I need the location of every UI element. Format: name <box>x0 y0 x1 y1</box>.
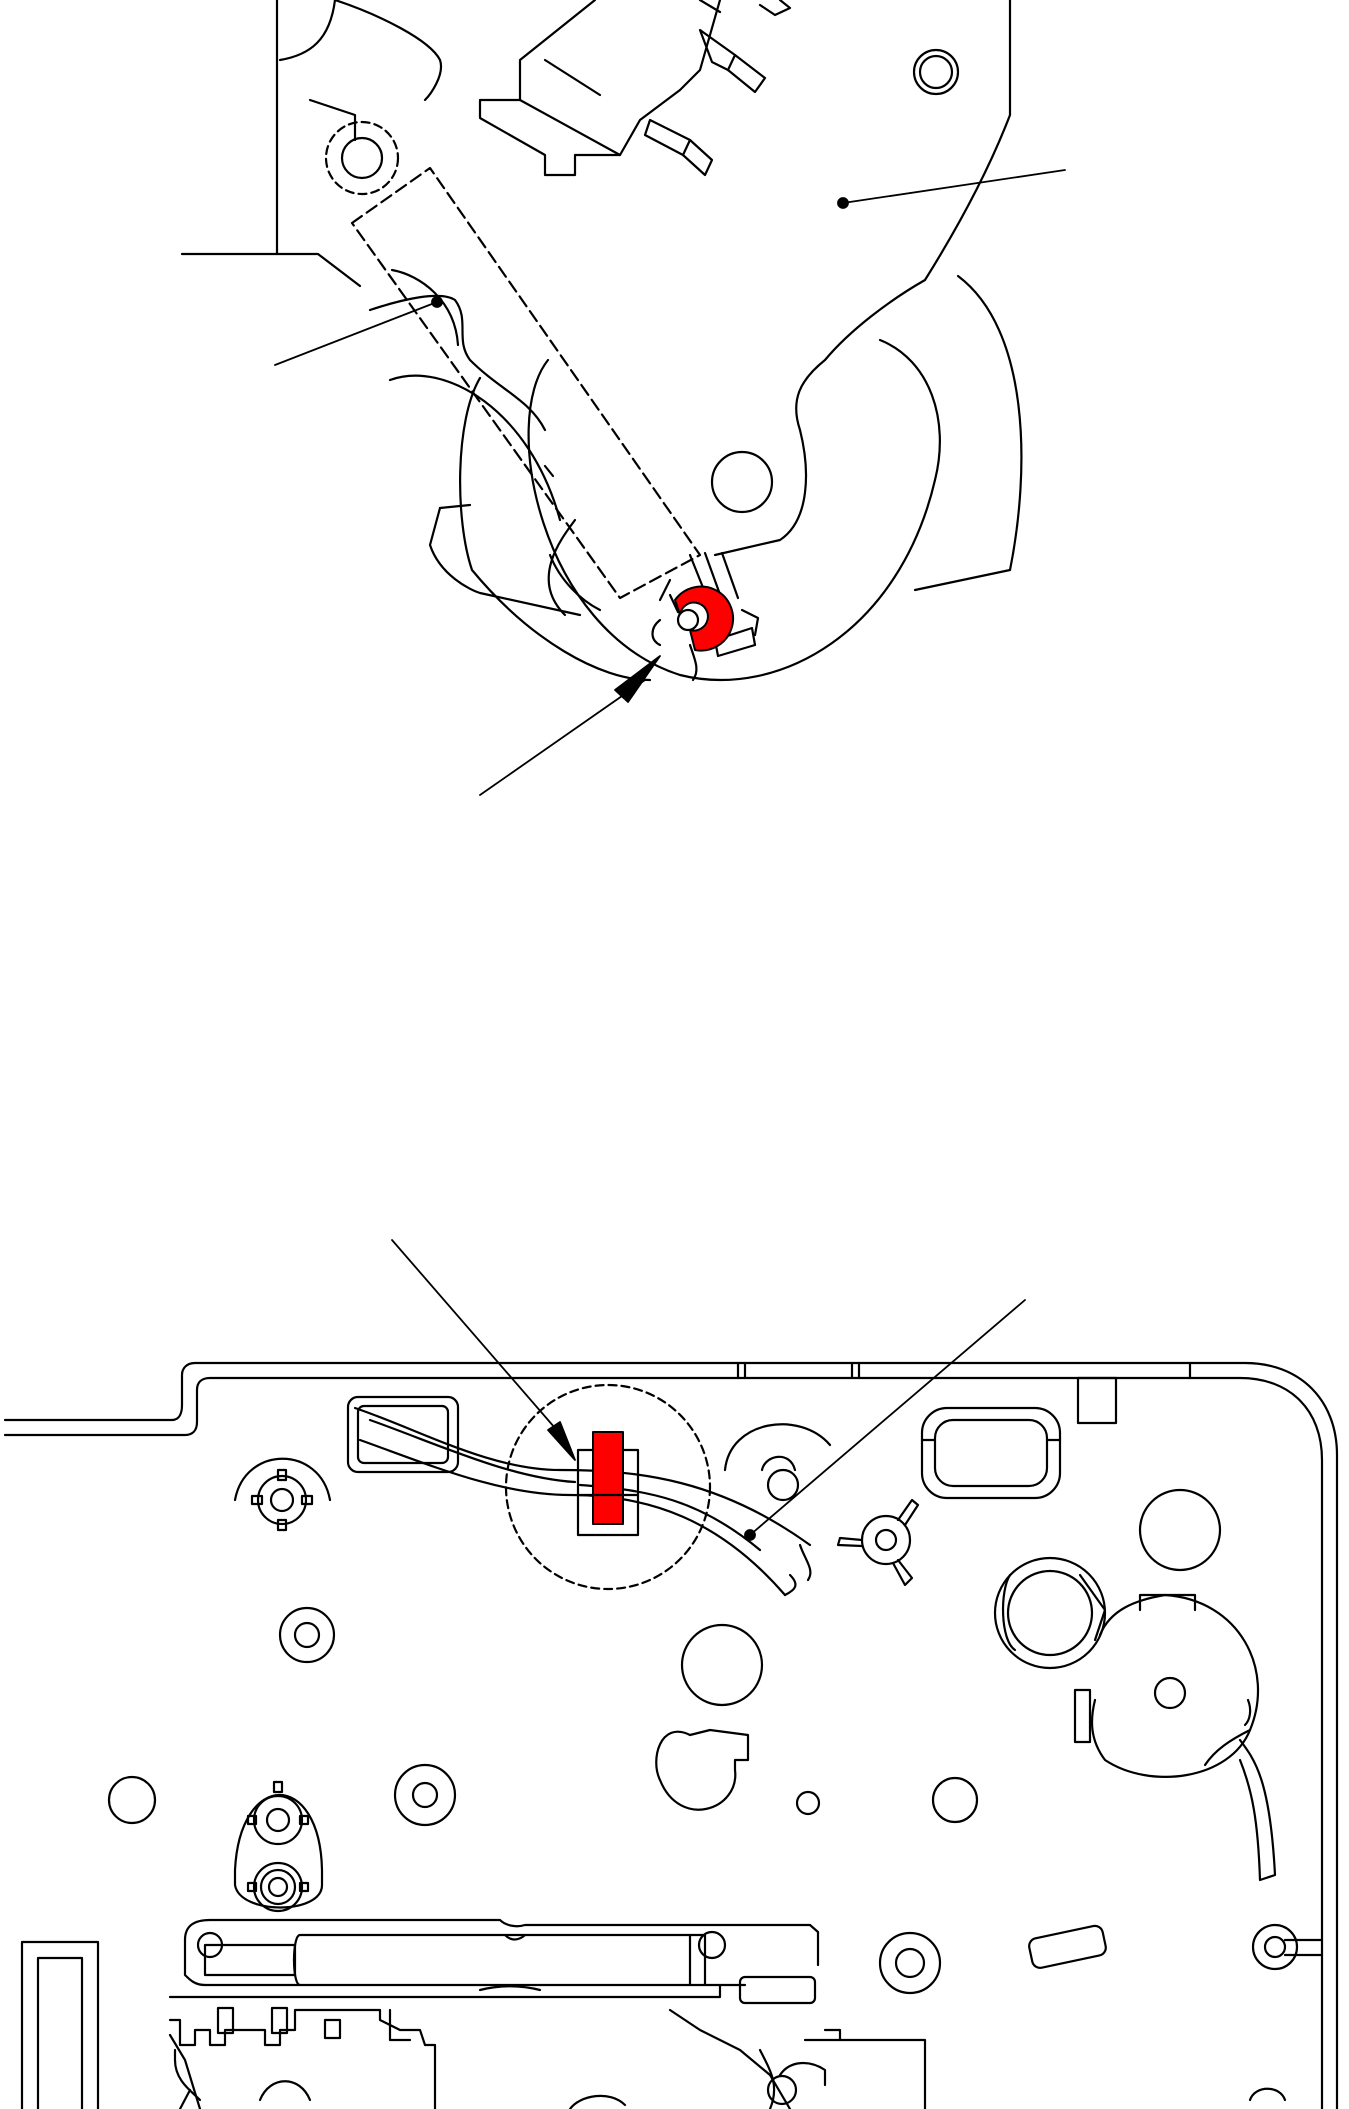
flat-cable <box>353 1406 812 1597</box>
arrow-retaining-ring <box>614 655 661 703</box>
edge-roller <box>1251 1923 1324 1971</box>
detail-circle <box>504 1383 712 1591</box>
frame-edge <box>180 0 443 288</box>
mounting-holes <box>107 1606 979 1995</box>
leader-dot-lever <box>431 296 443 308</box>
bottom-view <box>3 1239 1339 2109</box>
cable-window <box>346 1395 460 1474</box>
leader-retaining-ring <box>479 679 646 796</box>
left-bracket <box>20 1940 100 2109</box>
slide-rail <box>168 1918 820 2005</box>
top-right-opening <box>920 1406 1062 1500</box>
pivot-pin <box>308 98 400 196</box>
leader-cable-clamp <box>391 1239 556 1429</box>
hole-right <box>1138 1488 1222 1572</box>
left-double-fastener <box>233 1780 324 1913</box>
top-view <box>180 0 1066 796</box>
left-fastener <box>233 1457 332 1532</box>
leader-dot-main-plate <box>837 197 849 209</box>
motor-bracket <box>478 0 792 177</box>
upper-gear <box>723 1423 832 1502</box>
leader-flat-cable <box>749 1299 1026 1536</box>
cable-clamp <box>576 1431 640 1537</box>
slot-rotated <box>1028 1924 1107 1969</box>
callout-leaders-bottom <box>391 1239 1026 1541</box>
leader-lever <box>274 301 438 366</box>
cam-disc <box>428 274 1023 682</box>
main-plate <box>368 0 1012 557</box>
retaining-ring <box>668 585 735 652</box>
lever-arm <box>388 268 602 612</box>
keyhole-opening <box>655 1728 750 1811</box>
leader-main-plate <box>842 169 1066 204</box>
chassis-outline <box>3 1361 1339 2109</box>
bottom-mechanism <box>168 2006 1287 2109</box>
arrow-cable-clamp <box>547 1421 576 1461</box>
star-fastener <box>836 1498 920 1587</box>
callout-leaders <box>274 169 1066 796</box>
right-gear-assembly <box>993 1556 1277 1882</box>
leader-dot-flat-cable <box>744 1529 756 1541</box>
hidden-lever <box>350 166 702 600</box>
